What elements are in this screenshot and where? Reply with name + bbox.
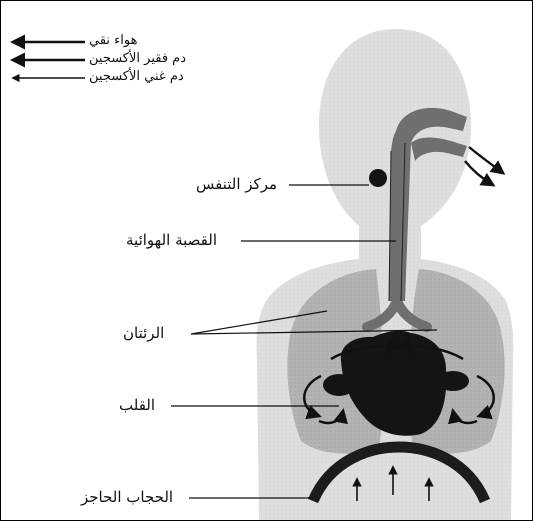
respiratory-center-dot — [369, 169, 387, 187]
legend-arrows — [13, 42, 85, 78]
heart-vessel — [323, 374, 355, 396]
air-flow-arrows — [465, 147, 503, 185]
lungs-label: الرئتان — [123, 326, 164, 341]
heart-vessel-right — [437, 371, 469, 391]
trachea-label: القصبة الهوائية — [126, 233, 217, 248]
legend-deoxygenated-blood-label: دم فقير الأكسجين — [89, 52, 186, 65]
legend-fresh-air-label: هواء نقي — [89, 34, 137, 47]
heart-label: القلب — [119, 398, 155, 413]
respiratory-center-label: مركز التنفس — [196, 177, 277, 192]
legend-oxygenated-blood-label: دم غني الأكسجين — [89, 70, 184, 83]
diaphragm-label: الحجاب الحاجز — [81, 490, 173, 505]
